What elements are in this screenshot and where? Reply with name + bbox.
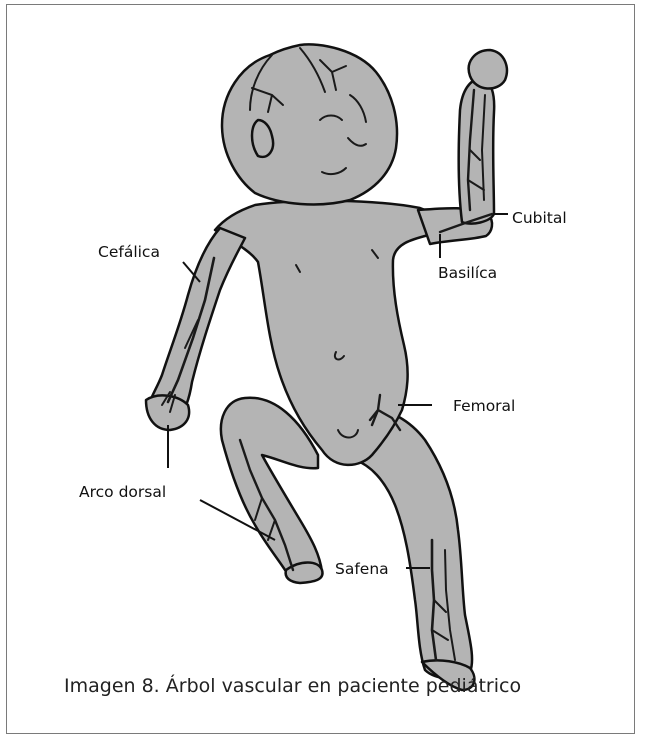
label-femoral: Femoral	[453, 397, 515, 415]
right-fist	[469, 50, 507, 89]
head	[222, 44, 397, 204]
right-forearm	[459, 78, 494, 224]
label-cubital: Cubital	[512, 209, 567, 227]
label-arco-dorsal: Arco dorsal	[79, 483, 166, 501]
infant-vascular-illustration: Cefálica Cubital Basilíca Femoral Arco d…	[0, 0, 647, 719]
label-cefalica: Cefálica	[98, 243, 160, 261]
figure-caption: Imagen 8. Árbol vascular en paciente ped…	[64, 675, 624, 697]
label-basilica: Basilíca	[438, 264, 497, 282]
label-safena: Safena	[335, 560, 389, 578]
